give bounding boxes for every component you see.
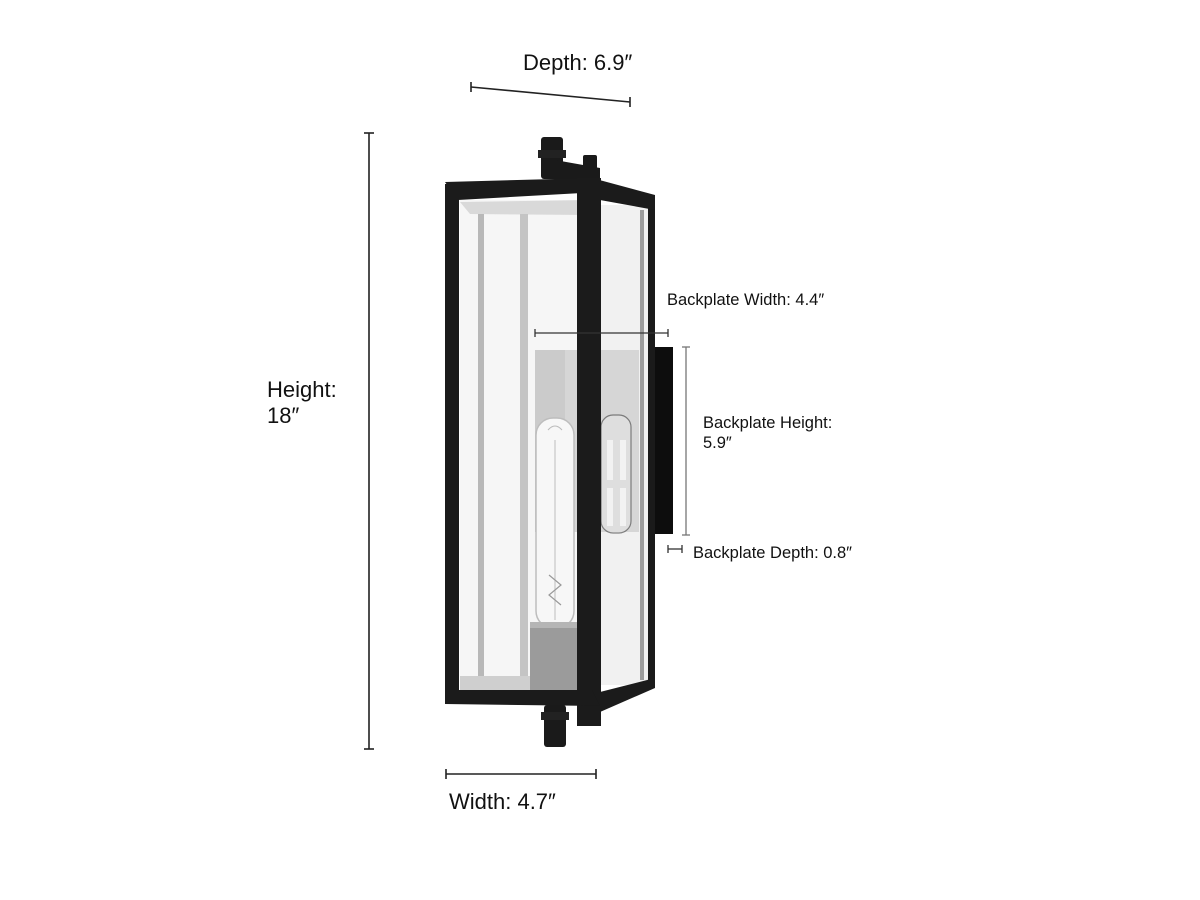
height-label: Height: 18″ (267, 377, 337, 430)
bulb (535, 417, 575, 629)
backplate (651, 347, 673, 534)
bottom-finial (544, 705, 566, 747)
depth-dimension-line (470, 82, 631, 107)
backplate-depth-label: Backplate Depth: 0.8″ (693, 544, 853, 562)
height-label-title: Height: (267, 377, 337, 402)
height-label-value: 18″ (267, 403, 300, 429)
frame (445, 178, 655, 726)
depth-label: Depth: 6.9″ (523, 50, 633, 75)
backplate-height-dimension-line (682, 346, 690, 536)
height-dimension-line (364, 132, 374, 750)
backplate-height-label-title: Backplate Height: (703, 414, 833, 432)
width-dimension-line (445, 769, 597, 779)
socket (530, 622, 578, 692)
width-label: Width: 4.7″ (449, 789, 556, 814)
backplate-height-label: Backplate Height: 5.9″ (703, 414, 832, 454)
backplate-height-label-value: 5.9″ (703, 433, 732, 452)
backplate-width-label: Backplate Width: 4.4″ (667, 291, 825, 309)
backplate-width-dimension-line (534, 329, 669, 337)
backplate-depth-dimension-line (667, 545, 683, 553)
lantern (445, 137, 673, 747)
